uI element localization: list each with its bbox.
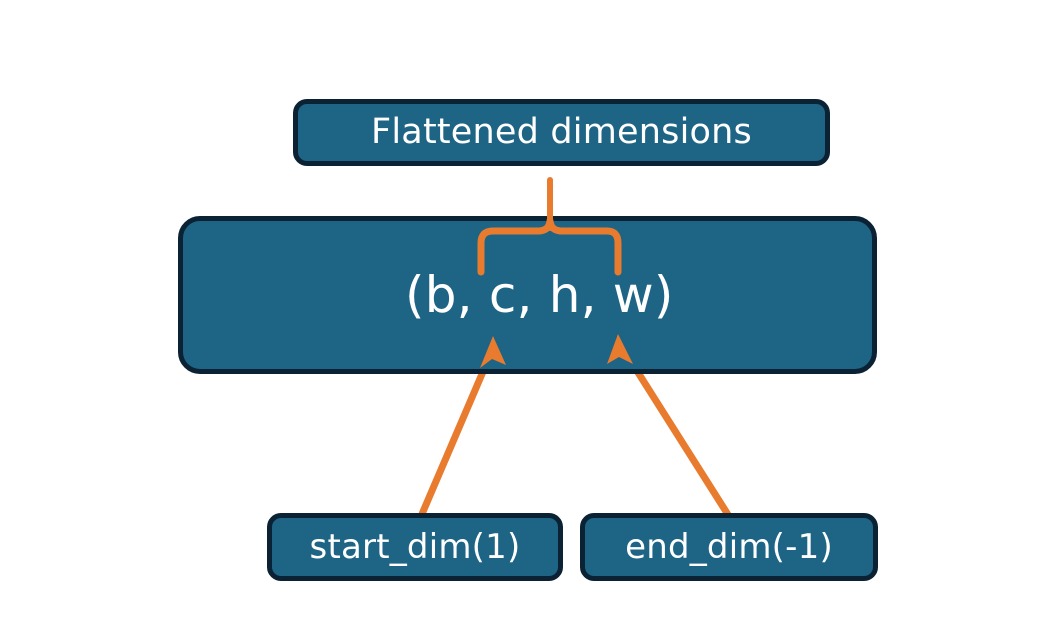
node-flattened-dimensions-label: Flattened dimensions (371, 112, 752, 152)
node-shape-tuple-label: (b, c, h, w) (405, 266, 674, 324)
node-shape-tuple: (b, c, h, w) (178, 216, 877, 374)
node-end-dim-label: end_dim(-1) (625, 527, 833, 567)
node-end-dim: end_dim(-1) (580, 513, 878, 581)
node-start-dim: start_dim(1) (267, 513, 563, 581)
node-flattened-dimensions: Flattened dimensions (293, 99, 830, 166)
node-start-dim-label: start_dim(1) (309, 527, 521, 567)
